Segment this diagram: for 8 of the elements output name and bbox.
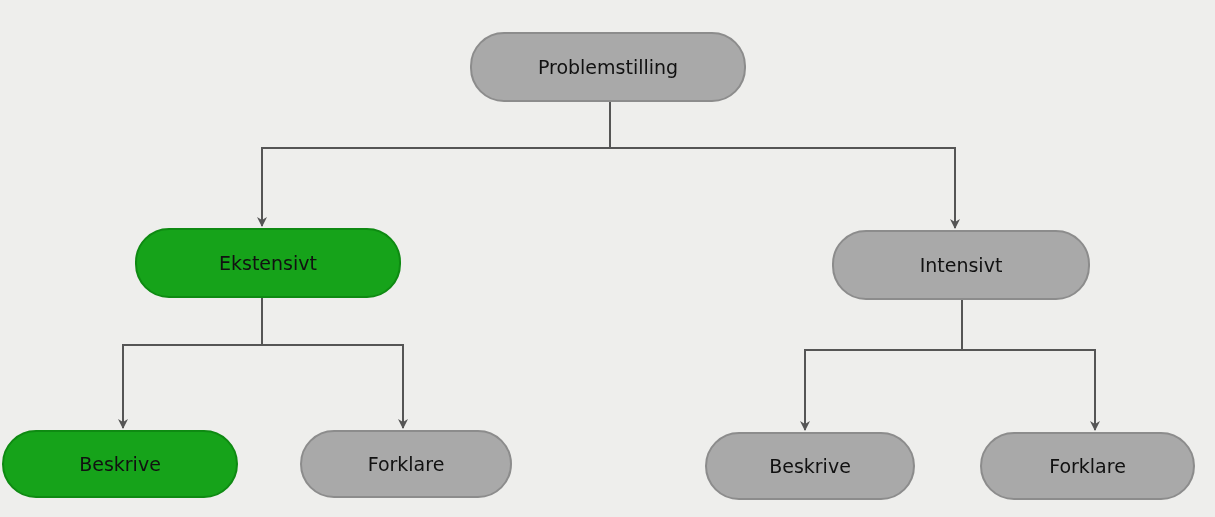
node-label: Forklare	[367, 453, 445, 475]
arrow	[261, 297, 408, 429]
node-label: Beskrive	[769, 455, 851, 477]
node-label: Intensivt	[919, 254, 1003, 276]
node-label: Forklare	[1049, 455, 1126, 477]
node-label: Problemstilling	[537, 56, 679, 78]
node-label: Ekstensivt	[219, 252, 317, 274]
node-label: Beskrive	[79, 453, 161, 475]
